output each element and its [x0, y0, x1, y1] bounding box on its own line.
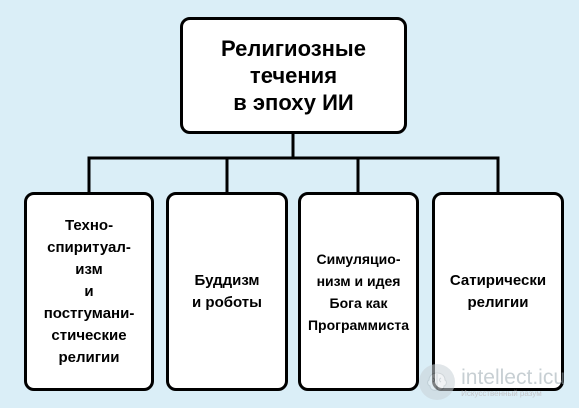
child-node-label: Симуляцио- низм и идея Бога как Программ… — [307, 250, 410, 333]
brain-logo-icon — [419, 364, 456, 400]
child-node-simulationism: Симуляцио- низм и идея Бога как Программ… — [298, 192, 419, 391]
child-node-techno-spiritualism: Техно- спиритуал- изм и постгумани- стич… — [24, 192, 154, 391]
child-node-satirical-religions: Сатирически религии — [432, 192, 564, 391]
child-node-label: Буддизм и роботы — [192, 271, 262, 311]
root-node-label: Религиозные течения в эпоху ИИ — [221, 36, 366, 115]
watermark-subtitle: Искусственный разум — [461, 388, 542, 398]
child-node-label: Сатирически религии — [449, 271, 547, 311]
child-node-buddhism-robots: Буддизм и роботы — [166, 192, 288, 391]
watermark: intellect.icu Искусственный разум — [419, 364, 565, 400]
child-node-label: Техно- спиритуал- изм и постгумани- стич… — [43, 216, 135, 366]
watermark-brand: intellect.icu — [461, 365, 565, 389]
root-node: Религиозные течения в эпоху ИИ — [180, 17, 407, 134]
